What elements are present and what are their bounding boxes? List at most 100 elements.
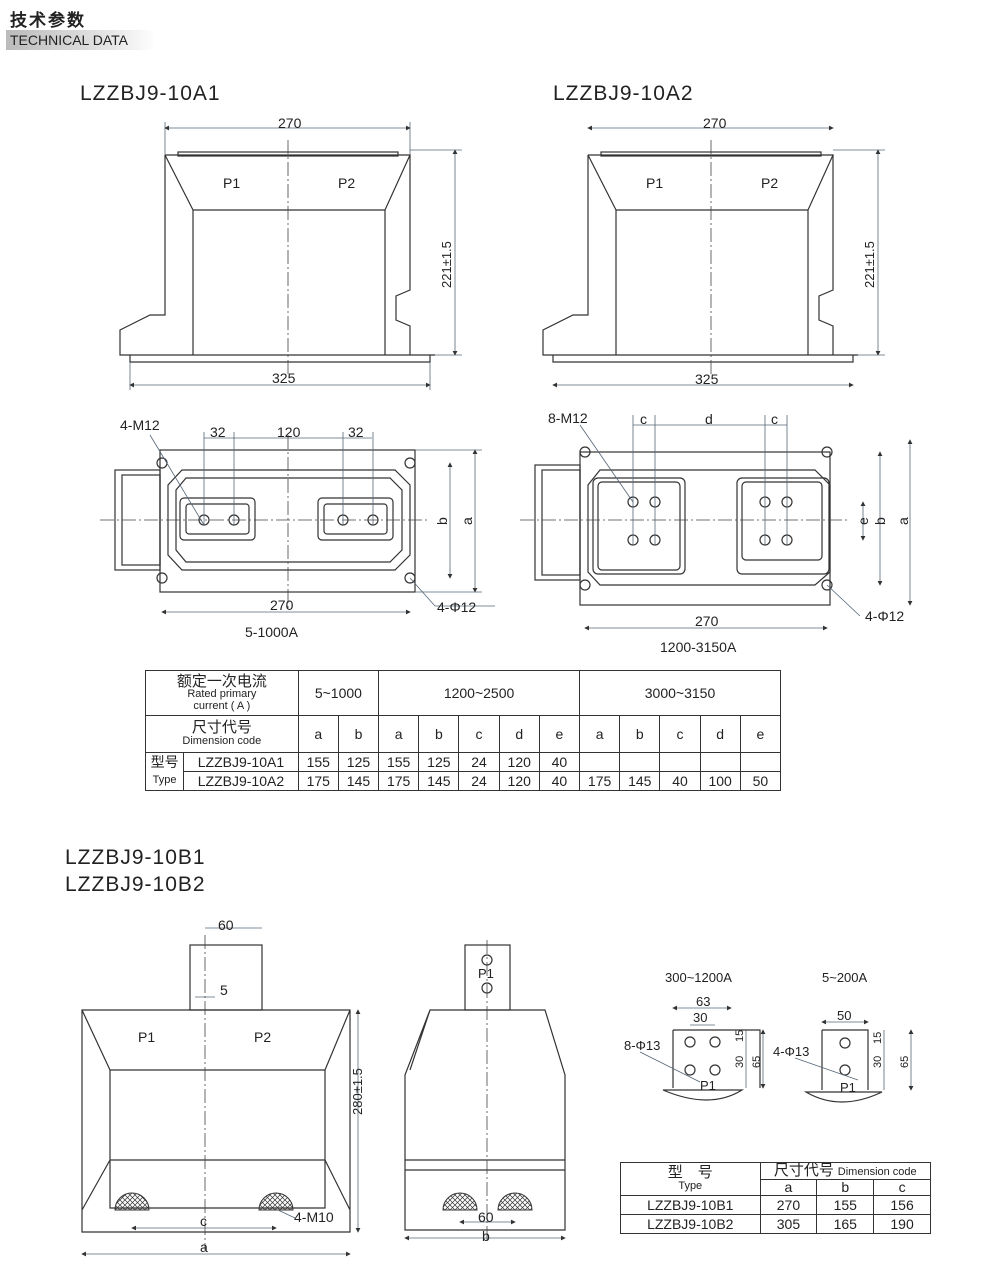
a2-front-view: 270 325 P1 P2 221±1.5 (542, 115, 885, 388)
model-cell: LZZBJ9-10B2 (620, 1214, 761, 1234)
table-row: LZZBJ9-10B1 270 155 156 (620, 1195, 931, 1215)
type-en: Type (144, 771, 185, 791)
a1-p1-label: P1 (223, 175, 240, 191)
type-cn: 型号 (144, 752, 185, 772)
code-cell: b (816, 1179, 875, 1196)
value-cell: 165 (816, 1214, 875, 1234)
value-cell: 120 (498, 752, 540, 772)
a1-current: 5-1000A (245, 624, 299, 640)
terminal-detail-low: 5~200A 50 4-Φ13 15 30 65 P1 (773, 970, 914, 1103)
a2-title: LZZBJ9-10A2 (553, 82, 694, 105)
a2-current: 1200-3150A (660, 639, 737, 655)
value-cell: 145 (619, 771, 661, 791)
a2-holes-label: 8-M12 (548, 410, 588, 426)
value-cell: 40 (659, 771, 701, 791)
a2-dim-a: a (895, 517, 911, 525)
value-cell: 175 (378, 771, 420, 791)
range-2: 1200~2500 (378, 670, 581, 716)
a2-base-width: 325 (695, 371, 719, 387)
value-cell: 155 (816, 1195, 875, 1215)
a1-mount-label: 4-Φ12 (437, 599, 476, 615)
value-cell: 155 (378, 752, 420, 772)
code-cell: e (538, 715, 581, 753)
low-p1: P1 (840, 1080, 856, 1095)
b1-title: LZZBJ9-10B1 (65, 846, 206, 869)
b-terminal-width: 60 (218, 917, 234, 933)
range-3: 3000~3150 (579, 670, 781, 716)
model-cell: LZZBJ9-10A2 (183, 771, 299, 791)
header-title-cn: 技术参数 (10, 11, 86, 31)
terminal-detail-high: 300~1200A 63 30 8-Φ13 15 30 65 P1 (624, 970, 766, 1101)
code-cell: d (498, 715, 540, 753)
a1-p2-label: P2 (338, 175, 355, 191)
b-p2-label: P2 (254, 1029, 271, 1045)
range-1: 5~1000 (297, 670, 380, 716)
a2-height: 221±1.5 (862, 241, 877, 288)
low-h65: 65 (899, 1056, 911, 1068)
a2-mount-label: 4-Φ12 (865, 608, 904, 624)
low-h30: 30 (872, 1056, 884, 1068)
low-w50: 50 (837, 1008, 851, 1023)
a1-dim-b: b (434, 517, 450, 525)
a2-dim-d: d (705, 411, 713, 427)
code-cell: e (739, 715, 782, 753)
b-mount-label: 4-M10 (294, 1209, 334, 1225)
value-cell: 190 (873, 1214, 931, 1234)
b-dim-b: b (482, 1228, 490, 1244)
high-p1: P1 (700, 1078, 716, 1093)
table-row: LZZBJ9-10B2 305 165 190 (620, 1214, 931, 1234)
value-cell: 155 (297, 752, 339, 772)
b-dim-header: 尺寸代号 Dimension code (759, 1162, 932, 1180)
a1-front-view: 270 325 P1 P2 221±1.5 (119, 115, 462, 390)
a2-plan-view: 8-M12 c d c e b a 270 4-Φ12 1200-3150A (520, 410, 913, 655)
value-cell: 175 (579, 771, 621, 791)
a2-plan-width: 270 (695, 613, 719, 629)
high-current: 300~1200A (665, 970, 732, 985)
low-holes: 4-Φ13 (773, 1044, 809, 1059)
a1-dim-a: a (459, 517, 475, 525)
model-cell: LZZBJ9-10B1 (620, 1195, 761, 1215)
value-cell: 270 (759, 1195, 818, 1215)
code-cell: a (297, 715, 339, 753)
code-cell: d (699, 715, 741, 753)
a1-title: LZZBJ9-10A1 (80, 82, 221, 105)
code-cell: c (659, 715, 701, 753)
a2-p1-label: P1 (646, 175, 663, 191)
value-cell: 305 (759, 1214, 818, 1234)
value-cell: 175 (297, 771, 339, 791)
a1-plan-width: 270 (270, 597, 294, 613)
high-h65: 65 (751, 1056, 763, 1068)
code-cell: a (579, 715, 621, 753)
a2-dim-b: b (872, 517, 888, 525)
a2-dim-e: e (855, 517, 871, 525)
code-cell: a (759, 1179, 818, 1196)
low-h15: 15 (872, 1032, 884, 1044)
value-cell: 145 (418, 771, 460, 791)
code-cell: a (378, 715, 420, 753)
b-offset: 5 (220, 982, 228, 998)
value-cell: 145 (337, 771, 380, 791)
value-cell (579, 752, 621, 772)
code-cell: b (619, 715, 661, 753)
a1-base-width: 325 (272, 370, 296, 386)
code-cell: c (458, 715, 500, 753)
high-w63: 63 (696, 994, 710, 1009)
value-cell: 24 (458, 752, 500, 772)
value-cell: 125 (337, 752, 380, 772)
code-cell: c (873, 1179, 931, 1196)
value-cell (699, 752, 741, 772)
a1-top-width: 270 (278, 115, 302, 131)
b-p1-label: P1 (138, 1029, 155, 1045)
code-cell: b (337, 715, 380, 753)
value-cell: 40 (538, 752, 581, 772)
high-h30: 30 (734, 1056, 746, 1068)
b-side-view: P1 60 b (404, 940, 566, 1244)
a2-top-width: 270 (703, 115, 727, 131)
a1-dim-120: 120 (277, 424, 301, 440)
value-cell (739, 752, 782, 772)
b-front-view: 60 5 P1 P2 280±1.5 c a 4-M10 (81, 917, 365, 1257)
a2-dim-c1: c (640, 411, 647, 427)
